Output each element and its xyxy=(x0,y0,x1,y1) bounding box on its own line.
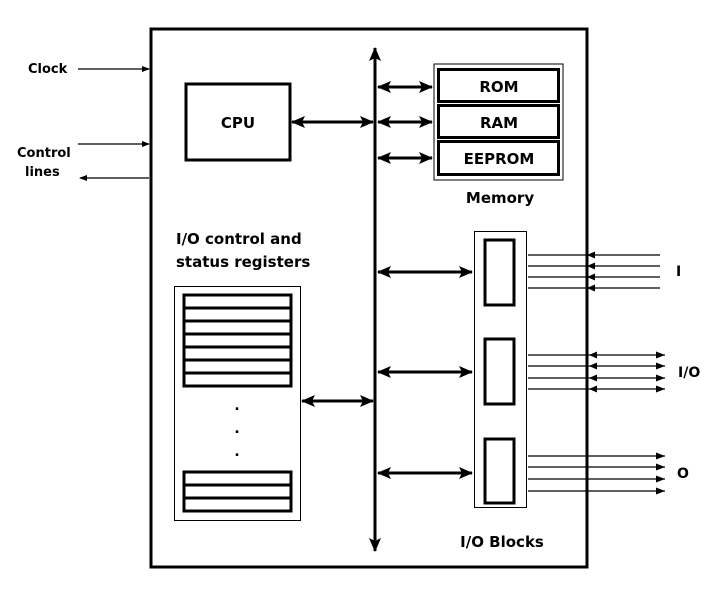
control-lines-label-2: lines xyxy=(25,165,60,180)
port-arrow-in xyxy=(587,273,595,281)
memory-label: Memory xyxy=(466,189,534,207)
port-arrow-out xyxy=(656,487,665,495)
port-arrow-in xyxy=(589,385,597,393)
port-arrow-in xyxy=(589,374,597,382)
io-block-output xyxy=(483,437,516,505)
port-arrow-in xyxy=(589,362,597,370)
ellipsis-dot-1: . xyxy=(234,398,239,414)
port-arrow-out xyxy=(656,475,665,483)
register-stack-bottom xyxy=(182,470,293,513)
chip-boundary xyxy=(149,27,589,569)
port-arrow-in xyxy=(587,262,595,270)
port-arrow-out xyxy=(656,374,665,382)
ram-label: RAM xyxy=(480,114,518,132)
io-block-bidirectional xyxy=(483,337,516,406)
register-stack-frame xyxy=(182,470,293,513)
eeprom-block xyxy=(437,140,560,176)
port-label-input: I xyxy=(676,264,681,280)
port-lines-bidirectional xyxy=(528,351,665,393)
clock-label: Clock xyxy=(28,62,68,77)
port-arrow-in xyxy=(587,251,595,259)
io-block-input xyxy=(483,238,516,307)
port-lines-output xyxy=(528,452,665,495)
ellipsis-dot-2: . xyxy=(234,421,239,437)
register-stack-frame xyxy=(182,293,293,388)
port-arrow-out xyxy=(656,452,665,460)
registers-label-1: I/O control and xyxy=(176,230,302,248)
port-arrow-in xyxy=(587,284,595,292)
io-blocks-container xyxy=(474,231,527,508)
ram-block xyxy=(437,104,560,139)
io-blocks-label: I/O Blocks xyxy=(460,533,544,551)
register-stack-top xyxy=(182,293,293,388)
port-arrow-out xyxy=(656,463,665,471)
eeprom-label: EEPROM xyxy=(464,150,535,168)
port-lines-input xyxy=(528,251,660,292)
port-label-output: O xyxy=(677,466,689,482)
port-arrow-out xyxy=(656,362,665,370)
port-arrow-out xyxy=(656,351,665,359)
rom-label: ROM xyxy=(479,78,518,96)
registers-container xyxy=(174,286,301,521)
rom-block xyxy=(437,68,560,103)
registers-label-2: status registers xyxy=(176,253,310,271)
cpu-label: CPU xyxy=(221,114,255,132)
port-arrow-in xyxy=(589,351,597,359)
ellipsis-dot-3: . xyxy=(234,444,239,460)
cpu-block xyxy=(184,82,292,162)
port-label-bidirectional: I/O xyxy=(678,365,700,381)
control-lines-label-1: Control xyxy=(17,146,71,161)
memory-container xyxy=(433,63,564,181)
port-arrow-out xyxy=(656,385,665,393)
